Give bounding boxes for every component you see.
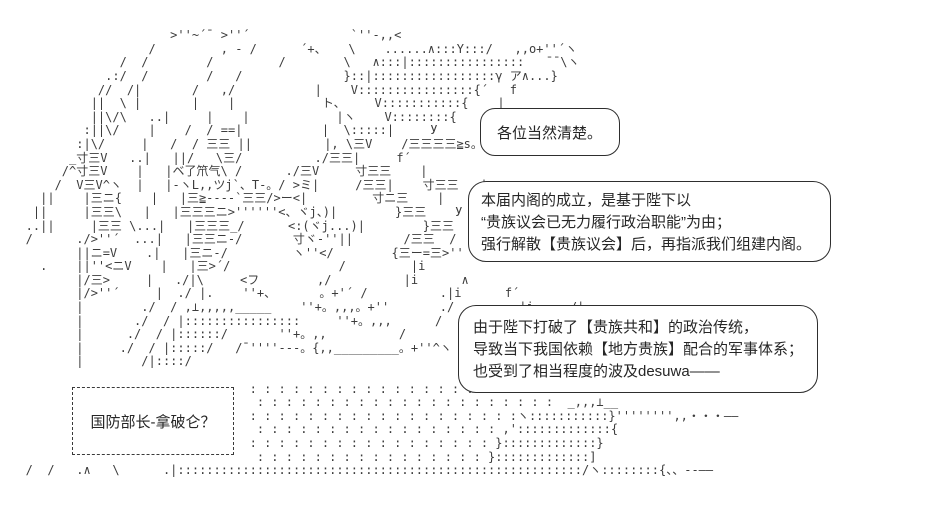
- character-name: 国防部长-拿破仑？: [90, 413, 216, 431]
- ascii-art: >''~´¯ >''´ `''-,,< / , - / ´+、 \ ......…: [25, 28, 739, 478]
- bubble-text-line: “贵族议会已无力履行政治职能”为由；: [481, 214, 731, 231]
- character-name-box: 国防部长-拿破仑？: [72, 387, 234, 455]
- speech-bubble-military: 由于陛下打破了【贵族共和】的政治传统， 导致当下我国依赖【地方贵族】配合的军事体…: [458, 305, 818, 393]
- bubble-text-line: 导致当下我国依赖【地方贵族】配合的军事体系；: [473, 341, 804, 358]
- speech-bubble-intro: 各位当然清楚。: [480, 108, 620, 156]
- bubble-text-line: 由于陛下打破了【贵族共和】的政治传统，: [473, 319, 759, 336]
- speech-bubble-cabinet: 本届内阁的成立，是基于陛下以 “贵族议会已无力履行政治职能”为由； 强行解散【贵…: [468, 181, 831, 262]
- bubble-text-line: 强行解散【贵族议会】后，再指派我们组建内阁。: [481, 236, 812, 253]
- bubble-text-line: 本届内阁的成立，是基于陛下以: [481, 192, 692, 209]
- bubble-text-line: 各位当然清楚。: [497, 124, 603, 142]
- bubble-text-line: 也受到了相当程度的波及desuwa——: [473, 363, 720, 380]
